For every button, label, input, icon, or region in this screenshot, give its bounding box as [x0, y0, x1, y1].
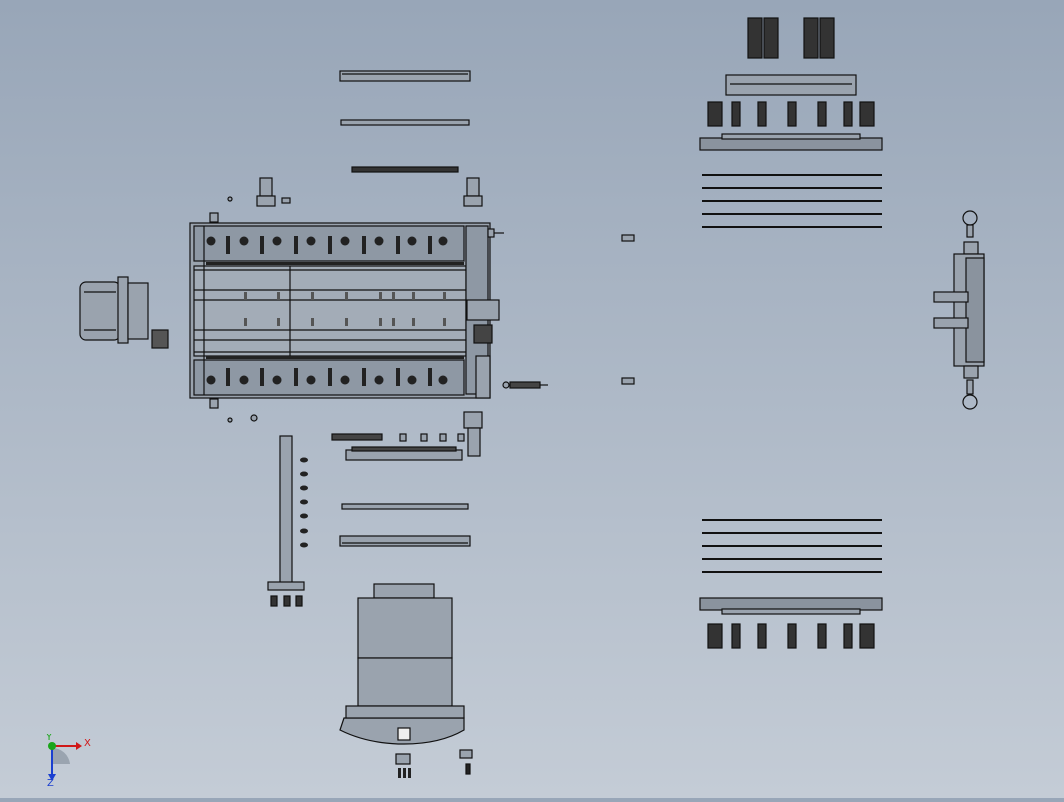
guide-bushing-right[interactable] [463, 177, 483, 207]
clamp-plate-bottom[interactable] [699, 597, 883, 649]
injection-unit[interactable] [339, 583, 473, 778]
small-pin [281, 197, 291, 204]
screw-floating-top [621, 234, 635, 242]
ejector-pin-row-bottom [206, 356, 464, 386]
small-ball [227, 196, 233, 202]
plate-stack-top[interactable] [339, 70, 471, 173]
main-mold-block[interactable] [189, 222, 491, 399]
plate-stack-bottom[interactable] [339, 446, 471, 547]
clamp-bolts-top[interactable] [747, 17, 835, 59]
left-cylinder-assembly[interactable] [79, 276, 169, 349]
shim-lines-bottom [702, 519, 882, 573]
guide-bushing-left[interactable] [256, 177, 276, 207]
rod-base-screws [270, 595, 303, 607]
pin-row-below-block [331, 433, 465, 442]
side-clamp-plate[interactable] [933, 210, 985, 410]
locating-pin-top [209, 212, 219, 223]
y-axis-label: Y [45, 734, 53, 743]
clamp-plate-top[interactable] [699, 74, 883, 151]
spring-right[interactable] [502, 381, 548, 389]
locating-pin-bottom [209, 398, 219, 409]
axis-triad-icon: X Y Z [45, 732, 91, 789]
screw-floating-bottom [621, 377, 635, 385]
small-ball-3 [250, 414, 258, 422]
x-axis-label: X [84, 738, 91, 749]
ejector-pin-row-top [206, 236, 464, 265]
side-cylinder[interactable] [463, 299, 500, 457]
z-axis-label: Z [47, 778, 54, 786]
ejector-rod[interactable] [267, 435, 308, 591]
cavity-slots [244, 292, 446, 326]
small-ball-2 [227, 417, 233, 423]
shim-lines-top [702, 174, 882, 228]
spring-top [487, 228, 504, 238]
coordinate-triad: X Y Z [40, 732, 100, 789]
